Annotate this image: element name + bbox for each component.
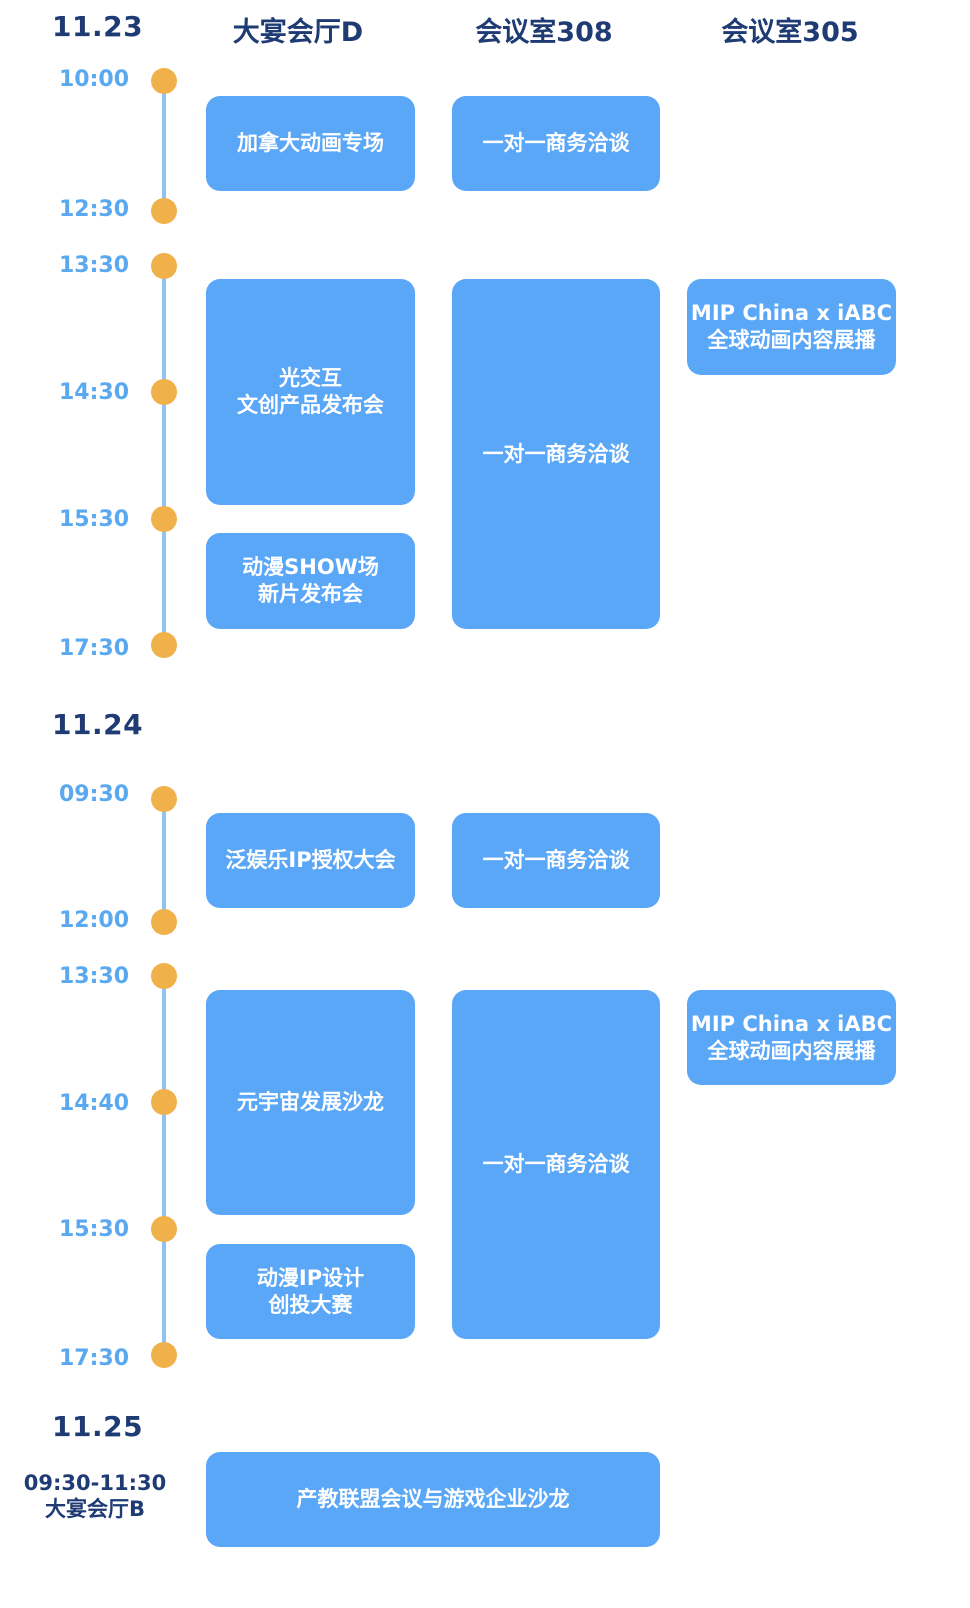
time-label: 10:00 (58, 67, 130, 92)
event-card[interactable]: 一对一商务洽谈 (452, 990, 660, 1339)
timeline-dot (151, 1342, 177, 1368)
event-card[interactable]: 动漫IP设计 创投大赛 (206, 1244, 415, 1339)
event-card[interactable]: 一对一商务洽谈 (452, 96, 660, 191)
event-card[interactable]: 加拿大动画专场 (206, 96, 415, 191)
timeline-dot (151, 1216, 177, 1242)
date-1124: 11.24 (52, 708, 144, 741)
timeline-dot (151, 506, 177, 532)
event-card[interactable]: 一对一商务洽谈 (452, 813, 660, 908)
time-label: 17:30 (58, 1346, 130, 1371)
timeline-line (162, 800, 166, 922)
time-label: 15:30 (58, 1217, 130, 1242)
time-label: 12:00 (58, 908, 130, 933)
timeline-line (162, 977, 166, 1357)
timeline-line (162, 82, 166, 212)
event-card[interactable]: 动漫SHOW场 新片发布会 (206, 533, 415, 629)
timeline-line (162, 266, 166, 644)
time-label: 17:30 (58, 636, 130, 661)
timeline-dot (151, 253, 177, 279)
time-label: 14:40 (58, 1091, 130, 1116)
date-1125: 11.25 (52, 1410, 144, 1443)
time-label: 14:30 (58, 380, 130, 405)
session-time: 09:30-11:30 (23, 1471, 167, 1495)
timeline-dot (151, 909, 177, 935)
time-label: 09:30 (58, 782, 130, 807)
event-card[interactable]: MIP China x iABC 全球动画内容展播 (687, 990, 896, 1085)
time-label: 13:30 (58, 964, 130, 989)
event-card[interactable]: 泛娱乐IP授权大会 (206, 813, 415, 908)
event-card[interactable]: MIP China x iABC 全球动画内容展播 (687, 279, 896, 375)
timeline-dot (151, 786, 177, 812)
event-card[interactable]: 元宇宙发展沙龙 (206, 990, 415, 1215)
event-card[interactable]: 产教联盟会议与游戏企业沙龙 (206, 1452, 660, 1547)
event-card[interactable]: 光交互 文创产品发布会 (206, 279, 415, 505)
timeline-dot (151, 963, 177, 989)
timeline-dot (151, 198, 177, 224)
column-header-hall-d: 大宴会厅D (232, 17, 364, 48)
timeline-dot (151, 1089, 177, 1115)
time-label: 15:30 (58, 507, 130, 532)
timeline-dot (151, 68, 177, 94)
date-1123: 11.23 (52, 10, 144, 43)
session-venue: 大宴会厅B (44, 1497, 145, 1521)
column-header-room-305: 会议室305 (721, 17, 859, 48)
column-header-room-308: 会议室308 (475, 17, 613, 48)
timeline-dot (151, 632, 177, 658)
time-label: 13:30 (58, 253, 130, 278)
event-card[interactable]: 一对一商务洽谈 (452, 279, 660, 629)
time-label: 12:30 (58, 197, 130, 222)
timeline-dot (151, 379, 177, 405)
